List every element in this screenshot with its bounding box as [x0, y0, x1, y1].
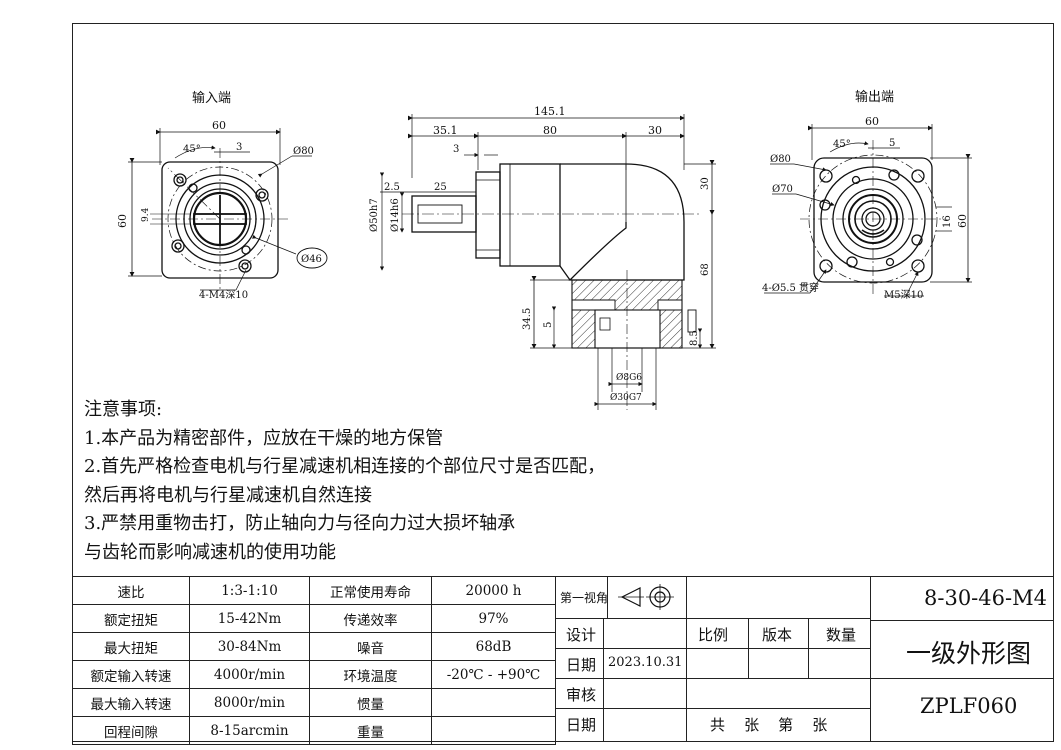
dim-out-5: 5	[889, 138, 895, 149]
spec-key: 额定输入转速	[72, 660, 190, 689]
spec-key: 正常使用寿命	[309, 576, 432, 605]
spec-value: 4000r/min	[189, 660, 310, 689]
dim-side-34-5: 34.5	[522, 308, 533, 330]
dim-side-5: 5	[543, 322, 554, 328]
table-row: 额定扭矩 15-42Nm 传递效率 97%	[72, 604, 556, 633]
spec-table: 速比 1:3-1:10 正常使用寿命 20000 h 额定扭矩 15-42Nm …	[72, 576, 556, 745]
model-number: ZPLF060	[920, 694, 1018, 718]
dim-in-45: 45°	[183, 144, 201, 155]
notes-block: 注意事项: 1.本产品为精密部件，应放在干燥的地方保管 2.首先严格检查电机与行…	[84, 396, 605, 567]
part-number: 8-30-46-M4	[924, 586, 1047, 610]
spec-key: 额定扭矩	[72, 604, 190, 633]
dim-side-phi14: Ø14h6	[390, 198, 401, 232]
spec-key: 速比	[72, 576, 190, 605]
table-row: 回程间隙 8-15arcmin 重量	[72, 716, 556, 745]
dim-in-60-top: 60	[212, 119, 226, 132]
sheet-count: 共 张 第 张	[710, 716, 828, 734]
spec-value: 8000r/min	[189, 688, 310, 717]
spec-value	[431, 688, 556, 717]
note-line: 2.首先严格检查电机与行星减速机相连接的个部位尺寸是否匹配，	[84, 456, 606, 477]
spec-value: 68dB	[431, 632, 556, 661]
spec-value: 30-84Nm	[189, 632, 310, 661]
spec-value: 15-42Nm	[189, 604, 310, 633]
spec-key: 噪音	[309, 632, 432, 661]
spec-value: 1:3-1:10	[189, 576, 310, 605]
date-value: 2023.10.31	[608, 655, 683, 670]
table-row: 额定输入转速 4000r/min 环境温度 -20℃ - +90℃	[72, 660, 556, 689]
spec-value	[431, 716, 556, 745]
spec-key: 重量	[309, 716, 432, 745]
dim-in-4m4: 4-M4深10	[199, 289, 248, 301]
dim-side-145: 145.1	[534, 105, 566, 118]
drawing-name: 一级外形图	[906, 639, 1032, 668]
spec-key: 回程间隙	[72, 716, 190, 745]
design-label: 设计	[566, 626, 597, 644]
dim-side-phi30: Ø30G7	[610, 392, 642, 403]
note-line: 3.严禁用重物击打，防止轴向力与径向力过大损坏轴承	[84, 513, 516, 534]
dim-side-3: 3	[453, 144, 459, 155]
input-end-view: 输入端 60 60 45° 3	[116, 90, 328, 301]
spec-value: 20000 h	[431, 576, 556, 605]
dim-in-60-side: 60	[116, 214, 129, 228]
dim-in-9-4: 9.4	[141, 207, 151, 222]
note-line: 与齿轮而影响减速机的使用功能	[84, 541, 336, 563]
scale-label: 比例	[698, 626, 729, 644]
output-end-view: 输出端 60 60	[762, 89, 972, 301]
dim-out-m5: M5深10	[884, 289, 923, 301]
dim-side-25: 25	[434, 182, 447, 193]
input-view-label: 输入端	[192, 90, 231, 106]
dim-side-80: 80	[543, 124, 557, 137]
dim-side-phi50: Ø50h7	[369, 198, 380, 232]
side-view: 145.1 35.1 80 30 3 2.5 25 Ø50h7 Ø14h6	[369, 105, 716, 410]
dim-in-3: 3	[236, 142, 242, 153]
review-label: 审核	[566, 686, 597, 704]
dim-side-68: 68	[700, 263, 711, 276]
spec-key: 传递效率	[309, 604, 432, 633]
spec-value: 97%	[431, 604, 556, 633]
dim-in-phi80: Ø80	[293, 146, 314, 157]
date-label-2: 日期	[566, 716, 597, 734]
dim-out-45: 45°	[833, 139, 851, 150]
dim-side-8-5: 8.5	[689, 330, 700, 346]
spec-key: 最大扭矩	[72, 632, 190, 661]
spec-key: 最大输入转速	[72, 688, 190, 717]
dim-out-phi70: Ø70	[772, 184, 793, 195]
table-row: 最大扭矩 30-84Nm 噪音 68dB	[72, 632, 556, 661]
version-label: 版本	[762, 626, 793, 644]
dim-side-30r: 30	[700, 177, 711, 190]
dim-out-phi80: Ø80	[770, 154, 791, 165]
quantity-label: 数量	[826, 626, 857, 644]
spec-value: 8-15arcmin	[189, 716, 310, 745]
dim-side-35: 35.1	[433, 124, 458, 137]
note-line: 然后再将电机与行星减速机自然连接	[84, 484, 372, 506]
dim-side-phi8: Ø8G6	[616, 372, 642, 383]
dim-out-16: 16	[942, 215, 953, 228]
first-angle-projection-icon	[618, 584, 674, 610]
dim-out-holes: 4-Ø5.5 贯穿	[762, 281, 819, 294]
dim-side-2-5: 2.5	[384, 182, 400, 193]
table-row: 速比 1:3-1:10 正常使用寿命 20000 h	[72, 576, 556, 605]
dim-in-phi46: Ø46	[301, 254, 322, 265]
table-row: 最大输入转速 8000r/min 惯量	[72, 688, 556, 717]
spec-key: 环境温度	[309, 660, 432, 689]
dim-side-30top: 30	[648, 124, 662, 137]
notes-title: 注意事项:	[84, 399, 163, 420]
dim-out-60-top: 60	[865, 115, 879, 128]
spec-value: -20℃ - +90℃	[431, 660, 556, 689]
dim-out-60-side: 60	[956, 214, 969, 228]
date-label: 日期	[566, 656, 597, 674]
spec-key: 惯量	[309, 688, 432, 717]
first-angle-label: 第一视角	[560, 591, 609, 605]
output-view-label: 输出端	[855, 89, 894, 105]
drawing-frame	[72, 23, 1054, 742]
note-line: 1.本产品为精密部件，应放在干燥的地方保管	[84, 427, 444, 449]
